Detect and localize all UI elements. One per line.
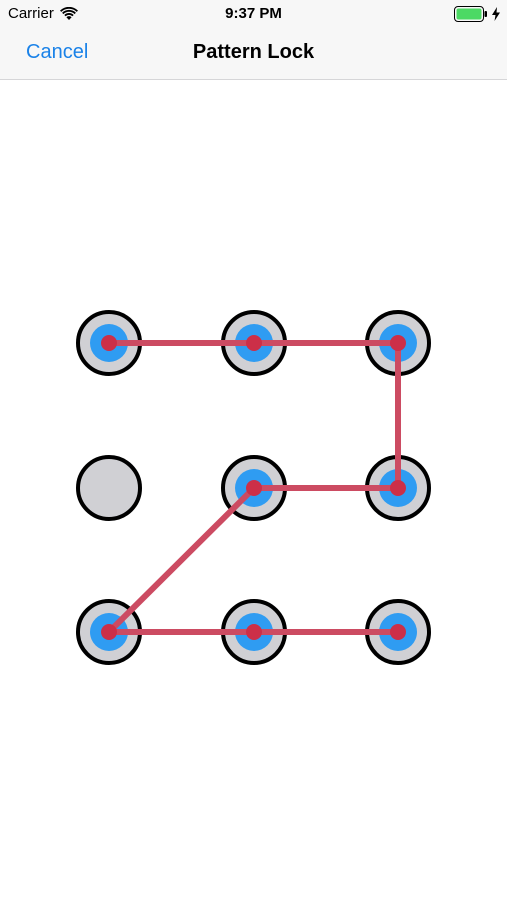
pattern-dot-4[interactable]	[76, 455, 142, 521]
pattern-lock-area[interactable]	[0, 80, 507, 900]
navigation-bar: Cancel Pattern Lock	[0, 28, 507, 80]
battery-indicator	[454, 6, 501, 22]
pattern-dot-center-1	[101, 335, 117, 351]
pattern-grid[interactable]	[0, 80, 507, 900]
charging-bolt-icon	[492, 7, 500, 21]
carrier-label: Carrier	[8, 5, 54, 22]
wifi-icon	[59, 6, 78, 20]
pattern-dot-center-5	[246, 480, 262, 496]
carrier-info: Carrier	[8, 5, 78, 22]
status-time: 9:37 PM	[225, 5, 282, 22]
pattern-dot-center-2	[246, 335, 262, 351]
battery-full-icon	[454, 6, 487, 22]
pattern-dot-center-7	[101, 624, 117, 640]
page-title: Pattern Lock	[192, 41, 315, 63]
status-bar: Carrier 9:37 PM	[0, 0, 507, 28]
pattern-path-line	[106, 340, 401, 635]
pattern-dot-center-6	[390, 480, 406, 496]
pattern-dot-center-8	[246, 624, 262, 640]
pattern-dot-center-3	[390, 335, 406, 351]
cancel-button[interactable]: Cancel	[26, 41, 89, 63]
pattern-dot-center-9	[390, 624, 406, 640]
